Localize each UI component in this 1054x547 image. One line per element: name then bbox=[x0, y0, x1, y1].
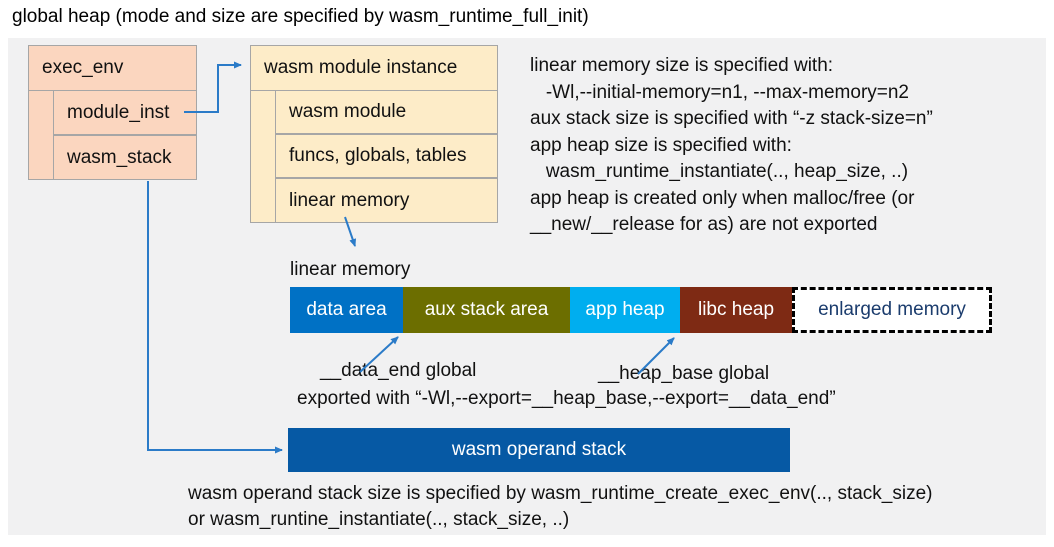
heap-base-global-label: __heap_base global bbox=[598, 363, 770, 384]
operand-stack-notes: wasm operand stack size is specified by … bbox=[188, 481, 933, 533]
note-line: app heap is created only when malloc/fre… bbox=[530, 187, 915, 209]
wasm-operand-stack-bar: wasm operand stack bbox=[288, 428, 790, 472]
memory-size-notes: linear memory size is specified with: -W… bbox=[530, 53, 933, 239]
module-instance-field-linear-memory: linear memory bbox=[275, 178, 498, 223]
segment-enlarged-memory: enlarged memory bbox=[792, 287, 992, 333]
segment-app-heap: app heap bbox=[570, 287, 680, 333]
module-instance-header: wasm module instance bbox=[251, 46, 497, 91]
module-instance-field-wasm-module: wasm module bbox=[275, 90, 498, 134]
exec-env-field-wasm-stack: wasm_stack bbox=[53, 135, 197, 180]
note-line: __new/__release for as) are not exported bbox=[530, 214, 878, 235]
exported-with-label: exported with “-Wl,--export=__heap_base,… bbox=[297, 388, 836, 409]
note-line: aux stack size is specified with “-z sta… bbox=[530, 108, 933, 129]
segment-data-area: data area bbox=[290, 287, 403, 333]
segment-aux-stack-area: aux stack area bbox=[403, 287, 570, 333]
exec-env-header: exec_env bbox=[29, 46, 196, 91]
note-line: wasm operand stack size is specified by … bbox=[188, 483, 933, 504]
note-line: -Wl,--initial-memory=n1, --max-memory=n2 bbox=[530, 81, 909, 103]
diagram-title: global heap (mode and size are specified… bbox=[12, 6, 589, 27]
note-line: wasm_runtime_instantiate(.., heap_size, … bbox=[530, 161, 909, 182]
module-instance-field-funcs-globals-tables: funcs, globals, tables bbox=[275, 134, 498, 178]
note-line: linear memory size is specified with: bbox=[530, 55, 834, 76]
note-line: app heap size is specified with: bbox=[530, 134, 792, 156]
note-line: or wasm_runtine_instantiate(.., stack_si… bbox=[188, 509, 570, 530]
data-end-global-label: __data_end global bbox=[320, 360, 477, 381]
segment-libc-heap: libc heap bbox=[680, 287, 792, 333]
linear-memory-label: linear memory bbox=[290, 259, 411, 280]
exec-env-field-module-inst: module_inst bbox=[53, 90, 197, 135]
